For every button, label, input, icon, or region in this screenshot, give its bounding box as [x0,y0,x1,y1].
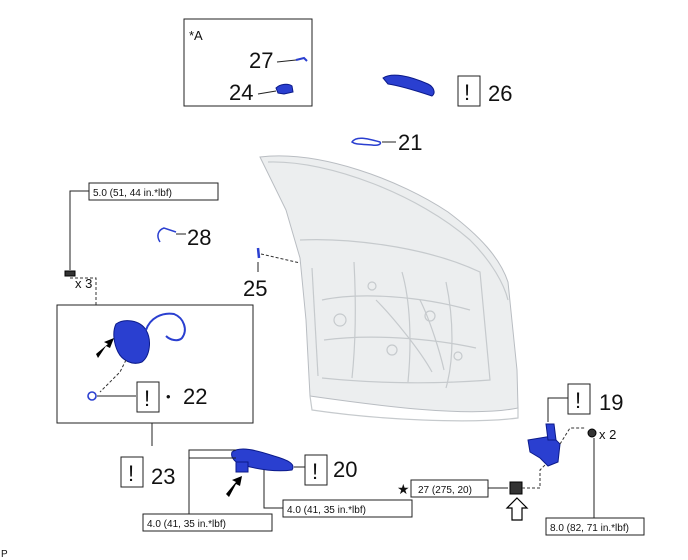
torque-box-bottom-mid [282,499,413,518]
caution-mark-22: ! [144,386,150,411]
part-25-clip [256,247,261,259]
leader-grommet-dashed [99,359,127,393]
arrow-lock [96,338,114,358]
leader-25-dashed [260,253,301,264]
caution-box-19 [567,383,591,415]
part-lock-cable [145,312,186,342]
bolt-top-left [64,270,76,277]
caution-mark-23: ! [128,461,134,486]
torque-bottom-right: 8.0 (82, 71 in.*lbf) [550,523,629,534]
corner-mark: P [1,549,8,560]
caution-box-22 [136,381,160,413]
leader-torque-top-left [69,190,89,270]
inset-label: *A [189,28,203,43]
torque-box-bottom-right [545,517,645,536]
leader-27 [276,59,297,63]
callout-24: 24 [229,80,253,105]
torque-box-bottom-left [142,513,273,532]
caution-box-26 [457,75,481,107]
torque-bottom-mid: 4.0 (41, 35 in.*lbf) [287,505,366,516]
caution-box-23 [120,456,144,488]
bolt-27 [509,481,523,495]
front-door-panel [259,155,519,422]
part-26-outside-handle [382,74,435,97]
leader-torque-bottom-left [188,449,236,514]
part-lock-body [113,320,150,364]
quantity-x2: x 2 [599,427,616,442]
part-grommet [87,391,97,401]
torque-top-left: 5.0 (51, 44 in.*lbf) [93,188,172,199]
torque-bottom-left: 4.0 (41, 35 in.*lbf) [147,519,226,530]
arrow-handle [226,476,242,497]
part-21-pad [350,137,382,146]
leader-bolt-27-dashed [522,461,549,489]
install-arrow [505,497,529,521]
bullet-22: • [166,389,171,404]
callout-19: 19 [599,390,623,415]
caution-mark-26: ! [464,80,470,105]
callout-22: 22 [183,384,207,409]
star-mark: ★ [397,481,410,497]
callout-27: 27 [249,48,273,73]
caution-box-20 [304,454,328,486]
part-20-bracket [235,461,249,473]
part-28-rod [157,227,177,243]
callout-26: 26 [488,81,512,106]
torque-star: 27 (275, 20) [418,485,472,496]
part-24-cover [275,83,294,95]
part-27-clip [295,56,308,62]
leader-24 [257,90,277,95]
caution-mark-20: ! [312,459,318,484]
callout-28: 28 [187,225,211,250]
leader-torque-bottom-mid [263,470,283,509]
callout-25: 25 [243,276,267,301]
callout-21: 21 [398,130,422,155]
callout-20: 20 [333,457,357,482]
leader-nut-dashed [559,427,586,445]
nut [587,428,597,438]
callout-23: 23 [151,464,175,489]
caution-mark-19: ! [575,388,581,413]
part-19-striker-top [545,423,557,441]
quantity-x3: x 3 [75,276,92,291]
leader-19 [547,397,568,422]
